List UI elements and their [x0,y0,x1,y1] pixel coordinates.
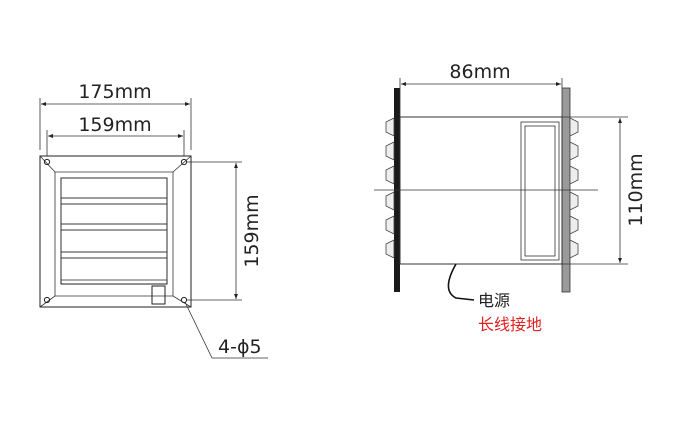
right-fins [569,117,579,259]
dim-side-height: 110mm [625,153,647,226]
side-view: 86mm 110mm 电源 长线接地 [374,61,647,334]
fan-body [399,116,563,265]
hole-leader [184,301,268,359]
mount-hole-icon [43,296,51,304]
body-window-outer [520,121,560,261]
mount-hole-icon [180,296,188,304]
dim-outer-width: 175mm [78,81,151,103]
dim-height: 159mm [241,194,263,267]
left-fins [385,117,395,259]
ground-label: 长线接地 [478,315,542,334]
dim-inner-width: 159mm [78,114,151,136]
front-view: 175mm 159mm 159mm 4-ϕ5 [39,81,268,359]
mount-hole-icon [180,158,188,166]
mount-hole-icon [43,158,51,166]
louver-opening [60,177,168,285]
louver-blades [60,177,168,281]
body-window-inner [524,125,556,257]
cable-label: 电源 [478,291,510,310]
power-cable [447,263,475,301]
dim-depth: 86mm [449,61,510,83]
hole-spec: 4-ϕ5 [218,336,262,358]
lever [151,285,166,305]
front-flange [39,155,192,308]
